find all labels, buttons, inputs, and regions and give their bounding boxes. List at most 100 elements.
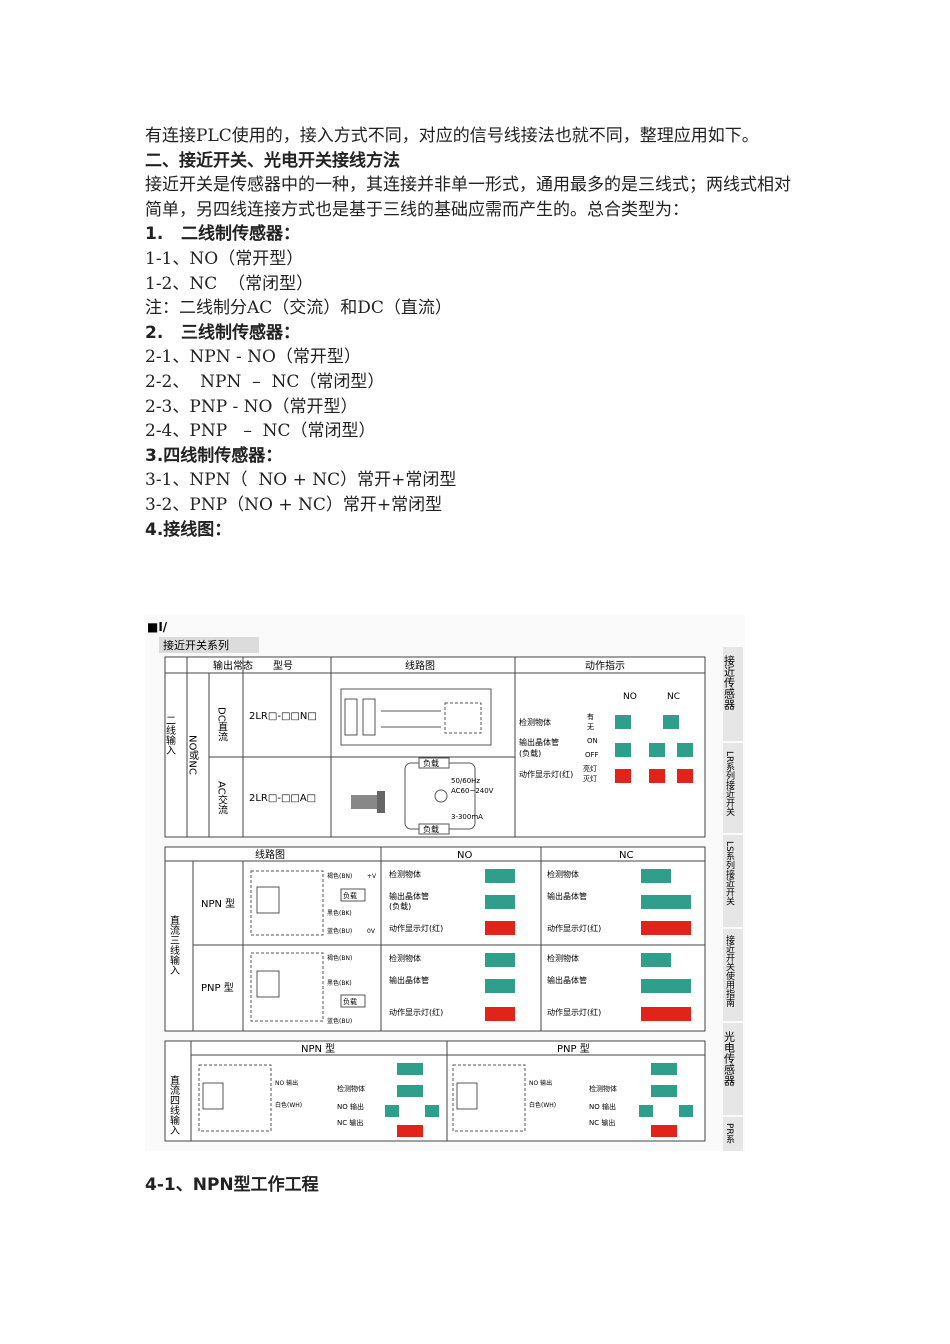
- legend-detect: 检测物体: [519, 717, 551, 727]
- pnp-no-transistor: 输出晶体管: [389, 975, 429, 985]
- npn-nc-light: 动作显示灯(红): [547, 923, 601, 933]
- four-pnp-bar4: [651, 1125, 677, 1137]
- two-wire-table: 输出常态 型号 线路图 动作指示 二线输入 NO或NC DC直流 AC交流 2L…: [164, 656, 706, 838]
- section-heading: 2. 三线制传感器：: [145, 322, 301, 343]
- side-tab-5: 光电传感器: [723, 1030, 736, 1087]
- text-line: 3-1、NPN（ NO + NC）常开+常闭型: [145, 470, 457, 491]
- indicator-detect-nc: [663, 715, 679, 729]
- npn-zero: 0V: [367, 928, 376, 935]
- four-npn-nc-out: NC 输出: [337, 1118, 363, 1127]
- pnp-no-transistor-bar: [485, 979, 515, 993]
- four-pnp-bar1: [651, 1063, 677, 1075]
- section-heading: 二、接近开关、光电开关接线方法: [145, 150, 400, 171]
- indicator-transistor-nc-b: [677, 743, 693, 757]
- three-wire-row-label: 直流三线输入: [168, 914, 180, 975]
- ac-spec-current: 3-300mA: [451, 813, 483, 821]
- text-line: 1-1、NO（常开型）: [145, 248, 304, 269]
- indicator-transistor-nc-a: [649, 743, 665, 757]
- text-line: 2-4、PNP – NC（常闭型）: [145, 421, 376, 442]
- four-wire-row-label: 直流四线输入: [168, 1074, 180, 1135]
- text-line: 有连接PLC使用的，接入方式不同，对应的信号线接法也就不同，整理应用如下。: [145, 126, 759, 146]
- side-tab-6: PR系: [724, 1123, 735, 1144]
- npn-nc-transistor: 输出晶体管: [547, 891, 587, 901]
- indicator-light-nc-b: [677, 769, 693, 783]
- dc-label: DC直流: [216, 707, 228, 742]
- npn-no-transistor-bar: [485, 895, 515, 909]
- four-npn-bar3b: [425, 1105, 439, 1117]
- npn-no-detect-bar: [485, 869, 515, 883]
- text-line: 2-2、 NPN – NC（常闭型）: [145, 371, 385, 392]
- four-npn-bar4: [397, 1125, 423, 1137]
- pnp-no-light: 动作显示灯(红): [389, 1007, 443, 1017]
- two-wire-col-nc: NC: [667, 692, 680, 702]
- four-wire-col-pnp: PNP 型: [557, 1042, 590, 1055]
- text-line: 3-2、PNP（NO + NC）常开+常闭型: [145, 494, 443, 515]
- state-none: 无: [587, 723, 594, 731]
- header-circuit: 线路图: [405, 659, 435, 672]
- four-pnp-bar3b: [679, 1105, 693, 1117]
- ac-load-top: 负载: [423, 758, 439, 768]
- pnp-no-detect-bar: [485, 953, 515, 967]
- pnp-nc-light-bar: [641, 1007, 691, 1021]
- legend-light: 动作显示灯(红): [519, 769, 573, 779]
- four-wire-table: 直流四线输入 NPN 型 PNP 型 NO 输出 白色(WH) 检测物体 NO …: [164, 1040, 706, 1142]
- npn-no-light: 动作显示灯(红): [389, 923, 443, 933]
- corner-label: ■I/: [147, 620, 168, 634]
- section-heading: 3.四线制传感器：: [145, 445, 283, 466]
- npn-load: 负载: [343, 891, 357, 900]
- wiring-diagram: ■I/ 接近开关系列 输出常态 型号 线路图 动作指示 二线输入 NO或NC D…: [147, 620, 743, 1151]
- text-line: 1-2、NC （常闭型）: [145, 273, 314, 294]
- four-pnp-no-out: NO 输出: [589, 1102, 616, 1111]
- series-title: 接近开关系列: [163, 638, 229, 652]
- state-have: 有: [587, 712, 594, 721]
- npn-nc-detect-bar: [641, 869, 671, 883]
- pnp-wire-blue: 蓝色(BU): [327, 1017, 352, 1025]
- four-wire-col-npn: NPN 型: [301, 1042, 335, 1055]
- pnp-no-detect: 检测物体: [389, 953, 421, 963]
- npn-wire-brown: 褐色(BN): [327, 872, 352, 880]
- header-action: 动作指示: [585, 659, 625, 672]
- two-wire-row-label: 二线输入: [164, 715, 176, 755]
- text-line: 2-1、NPN - NO（常开型）: [145, 347, 361, 368]
- dc-circuit: [340, 688, 492, 746]
- document-body: 有连接PLC使用的，接入方式不同，对应的信号线接法也就不同，整理应用如下。二、接…: [145, 124, 805, 542]
- legend-load: (负载): [519, 748, 541, 758]
- side-tab-3: LS系列接近开关: [724, 841, 735, 907]
- npn-nc-light-bar: [641, 921, 691, 935]
- side-tab-4: 接近开关使用指南: [724, 934, 735, 1007]
- state-off: OFF: [585, 751, 599, 759]
- wiring-diagram-figure: ■I/ 接近开关系列 输出常态 型号 线路图 动作指示 二线输入 NO或NC D…: [145, 615, 745, 1151]
- npn-vplus: +V: [367, 873, 377, 880]
- four-pnp-white: 白色(WH): [529, 1101, 556, 1109]
- four-pnp-bar3a: [639, 1105, 653, 1117]
- pnp-no-light-bar: [485, 1007, 515, 1021]
- four-pnp-nc-out: NC 输出: [589, 1118, 615, 1127]
- pnp-nc-transistor: 输出晶体管: [547, 975, 587, 985]
- four-wire-npn-circuit: [198, 1064, 272, 1132]
- dc-model: 2LR□-□□N□: [249, 711, 317, 722]
- two-wire-col-no: NO: [623, 692, 637, 702]
- section-heading: 1. 二线制传感器：: [145, 224, 301, 245]
- pnp-nc-detect-bar: [641, 953, 671, 967]
- text-line: 注：二线制分AC（交流）和DC（直流）: [145, 298, 452, 319]
- pnp-circuit: [250, 952, 366, 1022]
- four-pnp-detect: 检测物体: [589, 1084, 617, 1093]
- header-output: 输出常态: [213, 659, 253, 672]
- four-npn-white: 白色(WH): [275, 1101, 302, 1109]
- three-wire-table: 线路图 NO NC 直流三线输入 NPN 型 PNP 型 褐色(BN) 黑色(B…: [164, 846, 706, 1032]
- pnp-nc-detect: 检测物体: [547, 953, 579, 963]
- npn-nc-transistor-bar: [641, 895, 691, 909]
- npn-no-transistor: 输出晶体管: [389, 891, 429, 901]
- ac-load-bottom: 负载: [423, 824, 439, 834]
- ac-model: 2LR□-□□A□: [249, 793, 316, 804]
- indicator-transistor-no: [615, 743, 631, 757]
- ac-circuit: 负载 负载 50/60Hz AC60~240V 3-300mA: [351, 757, 494, 835]
- three-wire-col-nc: NC: [619, 850, 633, 861]
- npn-no-detect: 检测物体: [389, 869, 421, 879]
- text-line: 接近开关是传感器中的一种，其连接并非单一形式，通用最多的是三线式；两线式相对简单…: [145, 175, 791, 220]
- side-tab-1: 接近传感器: [723, 655, 736, 711]
- npn-no-load: (负载): [389, 901, 411, 911]
- side-tab-2: LR系列接近开关: [724, 751, 735, 817]
- indicator-detect-no: [615, 715, 631, 729]
- npn-wire-blue: 蓝色(BU): [327, 927, 352, 935]
